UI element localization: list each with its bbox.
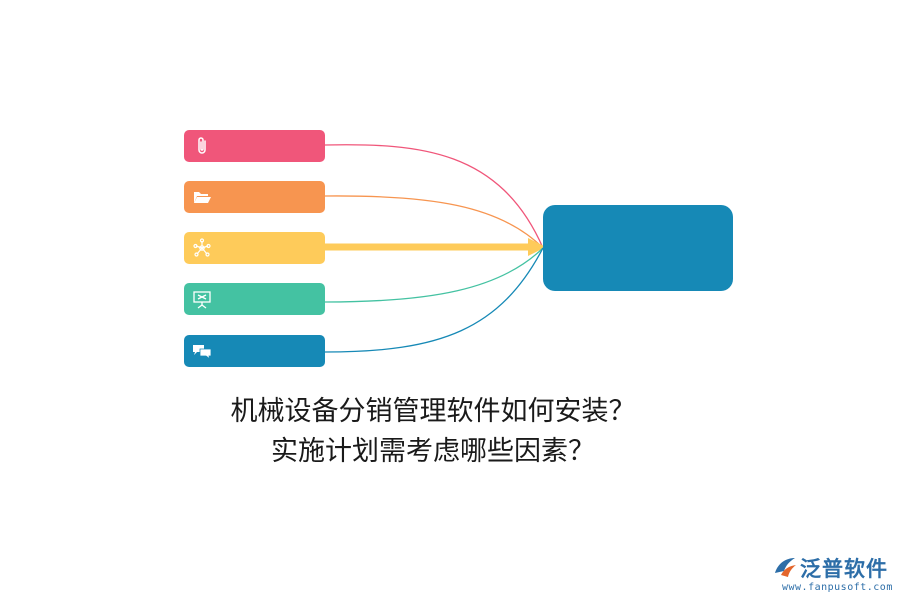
brand-logo-icon <box>775 558 796 577</box>
target-node <box>543 205 733 291</box>
connector-line-2 <box>324 195 544 249</box>
caption-line-2: 实施计划需考虑哪些因素？ <box>271 436 595 467</box>
brand-name: 泛普软件 <box>800 557 888 581</box>
caption-line-1: 机械设备分销管理软件如何安装？ <box>230 396 636 427</box>
network-icon <box>193 238 211 257</box>
folder-open-icon <box>194 192 211 203</box>
chat-bubbles-icon <box>193 345 212 361</box>
presentation-board-icon <box>193 291 211 309</box>
source-node-2 <box>184 181 325 213</box>
source-node-4 <box>184 283 325 315</box>
source-node-5 <box>184 335 325 367</box>
brand-url: www.fanpusoft.com <box>782 582 893 593</box>
diagram-caption: 机械设备分销管理软件如何安装？ 实施计划需考虑哪些因素？ <box>150 392 716 472</box>
source-node-1 <box>184 130 325 162</box>
brand-watermark: 泛普软件 www.fanpusoft.com <box>768 553 896 597</box>
source-node-3 <box>184 232 325 264</box>
paperclip-icon <box>198 137 206 154</box>
connector-line-1 <box>324 144 544 249</box>
connector-arrowhead-3 <box>528 238 546 256</box>
connector-line-5 <box>324 247 544 353</box>
connector-line-4 <box>324 247 544 303</box>
